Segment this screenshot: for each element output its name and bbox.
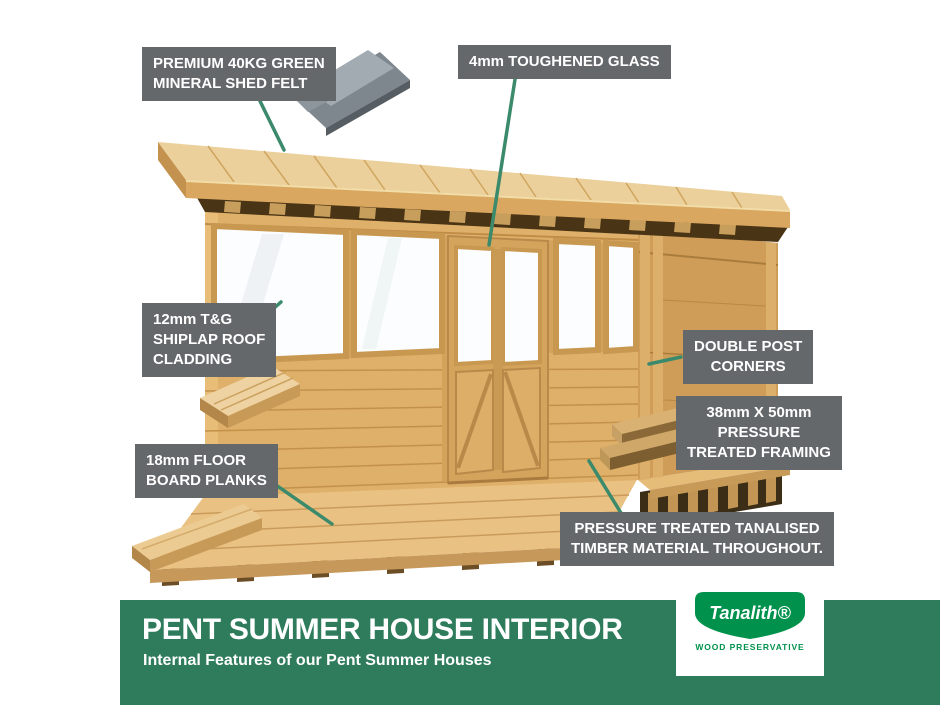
callout-floor-boards: 18mm FLOOR BOARD PLANKS [135,444,278,498]
window-pane [603,239,639,355]
tanalith-shield-icon: Tanalith® [695,592,805,639]
page-subtitle: Internal Features of our Pent Summer Hou… [143,652,492,669]
callout-line: TREATED FRAMING [687,444,831,461]
double-doors [447,234,549,485]
floor-plank-illustration [132,504,262,572]
roof [158,142,791,228]
callout-tanalised-timber: PRESSURE TREATED TANALISED TIMBER MATERI… [560,512,834,566]
callout-double-posts: DOUBLE POST CORNERS [683,330,814,384]
floor-deck [150,478,638,570]
callout-line: CLADDING [153,351,233,368]
callout-shiplap-cladding: 12mm T&G SHIPLAP ROOF CLADDING [142,303,277,377]
callout-line: PREMIUM 40KG GREEN [153,55,325,72]
leader-line-glass [487,71,518,247]
rafter-ends [224,201,736,235]
callout-line: TIMBER MATERIAL THROUGHOUT. [571,540,823,557]
callout-toughened-glass: 4mm TOUGHENED GLASS [458,45,671,79]
callout-shed-felt: PREMIUM 40KG GREEN MINERAL SHED FELT [142,47,336,101]
roof-plank-lines [207,145,743,209]
window-pane [351,228,445,359]
door-glass-right [501,246,542,367]
leader-line-posts [647,355,683,366]
roof-fascia [186,180,790,228]
callout-line: BOARD PLANKS [146,472,267,489]
callout-line: MINERAL SHED FELT [153,75,308,92]
logo-brand-text: Tanalith® [709,603,791,623]
callout-line: 12mm T&G [153,311,233,328]
page-title: PENT SUMMER HOUSE INTERIOR [142,613,623,646]
door-glass-left [454,244,495,367]
logo-tagline: WOOD PRESERVATIVE [695,642,805,652]
callout-line: SHIPLAP ROOF [153,331,266,348]
callout-line: CORNERS [710,358,786,375]
leader-line-tanalised [587,459,623,515]
callout-line: DOUBLE POST [694,338,803,355]
callout-line: PRESSURE TREATED TANALISED [574,520,820,537]
callout-treated-framing: 38mm X 50mm PRESSURE TREATED FRAMING [676,396,842,470]
callout-line: 4mm TOUGHENED GLASS [469,53,660,70]
shiplap-board-illustration [200,366,300,428]
tanalith-logo: Tanalith® WOOD PRESERVATIVE [676,584,824,676]
callout-line: PRESSURE [717,424,801,441]
callout-line: 18mm FLOOR [146,452,247,469]
leader-line-felt [256,95,286,152]
window-pane [553,237,601,356]
floor-apron [150,478,638,586]
callout-line: 38mm X 50mm [706,404,812,421]
